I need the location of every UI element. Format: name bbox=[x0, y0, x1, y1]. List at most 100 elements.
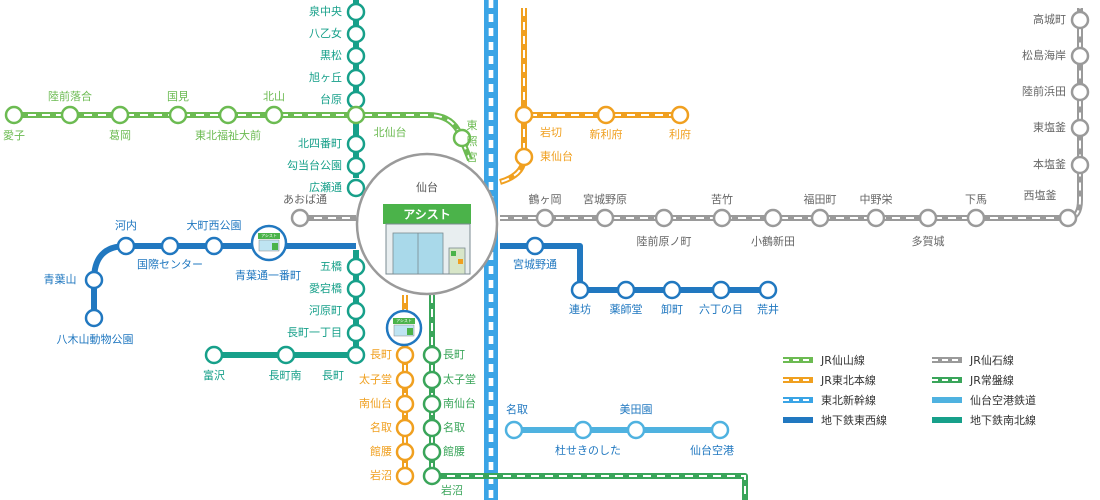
station-南仙台[interactable] bbox=[395, 394, 415, 414]
station-大町西公園[interactable] bbox=[204, 236, 224, 256]
station-西塩釜[interactable] bbox=[1058, 208, 1078, 228]
station-岩沼[interactable] bbox=[395, 466, 415, 486]
station-label-senseki: 福田町 bbox=[804, 192, 837, 206]
shop-badge-nagamachi[interactable]: アシスト bbox=[385, 309, 423, 347]
legend-item: 東北新幹線 bbox=[783, 393, 876, 407]
station-福田町[interactable] bbox=[810, 208, 830, 228]
station-label-tohoku: 長町 bbox=[370, 348, 392, 361]
station-label-tohoku: 名取 bbox=[370, 420, 392, 434]
station-長町[interactable] bbox=[395, 345, 415, 365]
station-薬師堂[interactable] bbox=[616, 280, 636, 300]
station-泉中央[interactable] bbox=[346, 2, 366, 22]
station-陸前落合[interactable] bbox=[60, 105, 80, 125]
station-label-senzan: 国見 bbox=[167, 90, 189, 103]
legend-label: 地下鉄南北線 bbox=[970, 413, 1036, 427]
station-label-tozai: 荒井 bbox=[757, 302, 779, 316]
station-label-senzan: 宮 bbox=[467, 150, 478, 164]
station-陸前原ノ町[interactable] bbox=[654, 208, 674, 228]
station-五橋[interactable] bbox=[346, 257, 366, 277]
station-岩沼[interactable] bbox=[422, 466, 442, 486]
station-勾当台公園[interactable] bbox=[346, 156, 366, 176]
station-label-tozai: 六丁の目 bbox=[699, 303, 743, 316]
station-label-senseki: 陸前浜田 bbox=[1022, 84, 1066, 98]
station-杜せきのした[interactable] bbox=[573, 420, 593, 440]
station-本塩釜[interactable] bbox=[1070, 155, 1090, 175]
station-label-nanboku: 八乙女 bbox=[309, 26, 342, 40]
station-東塩釜[interactable] bbox=[1070, 118, 1090, 138]
station-陸前浜田[interactable] bbox=[1070, 82, 1090, 102]
station-東仙台[interactable] bbox=[514, 147, 534, 167]
station-中野栄[interactable] bbox=[866, 208, 886, 228]
joban-line-dash bbox=[431, 295, 746, 500]
station-松島海岸[interactable] bbox=[1070, 46, 1090, 66]
station-label-nanboku: 五橋 bbox=[320, 259, 342, 273]
station-館腰[interactable] bbox=[395, 442, 415, 462]
station-label-senzan: 東北福祉大前 bbox=[195, 128, 261, 142]
station-下馬[interactable] bbox=[966, 208, 986, 228]
senseki-line-dash bbox=[300, 8, 1081, 219]
station-富沢[interactable] bbox=[204, 345, 224, 365]
station-黒松[interactable] bbox=[346, 46, 366, 66]
station-岩切[interactable] bbox=[514, 105, 534, 125]
station-仙台空港[interactable] bbox=[710, 420, 730, 440]
station-利府[interactable] bbox=[670, 105, 690, 125]
station-青葉山[interactable] bbox=[84, 270, 104, 290]
station-台原[interactable] bbox=[346, 90, 366, 110]
station-宮城野原[interactable] bbox=[595, 208, 615, 228]
shop-sign bbox=[383, 204, 471, 224]
station-六丁の目[interactable] bbox=[711, 280, 731, 300]
station-label-joban: 長町 bbox=[443, 348, 465, 361]
station-荒井[interactable] bbox=[758, 280, 778, 300]
station-八木山動物公園[interactable] bbox=[84, 308, 104, 328]
station-苦竹[interactable] bbox=[712, 208, 732, 228]
station-label-tohoku: 東仙台 bbox=[540, 149, 573, 163]
station-あおば通[interactable] bbox=[290, 208, 310, 228]
station-長町[interactable] bbox=[422, 345, 442, 365]
legend-label: JR仙山線 bbox=[820, 353, 865, 367]
station-label-tozai: 国際センター bbox=[137, 258, 203, 271]
station-河内[interactable] bbox=[116, 236, 136, 256]
station-新利府[interactable] bbox=[596, 105, 616, 125]
station-連坊[interactable] bbox=[570, 280, 590, 300]
station-長町南[interactable] bbox=[276, 345, 296, 365]
station-愛宕橋[interactable] bbox=[346, 279, 366, 299]
station-label-senseki: あおば通 bbox=[283, 193, 327, 206]
station-label-senseki: 高城町 bbox=[1033, 12, 1066, 26]
station-美田園[interactable] bbox=[626, 420, 646, 440]
station-愛子[interactable] bbox=[4, 105, 24, 125]
shop-badge-aoba[interactable]: アシスト bbox=[250, 224, 288, 262]
station-北仙台[interactable] bbox=[346, 105, 366, 125]
station-河原町[interactable] bbox=[346, 301, 366, 321]
station-国際センター[interactable] bbox=[160, 236, 180, 256]
station-label-tohoku: 新利府 bbox=[590, 127, 623, 141]
station-小鶴新田[interactable] bbox=[763, 208, 783, 228]
station-長町[interactable] bbox=[346, 345, 366, 365]
station-八乙女[interactable] bbox=[346, 24, 366, 44]
station-名取[interactable] bbox=[504, 420, 524, 440]
station-館腰[interactable] bbox=[422, 442, 442, 462]
station-label-senzan: 葛岡 bbox=[109, 129, 131, 142]
station-東照宮[interactable] bbox=[452, 128, 472, 148]
station-北山[interactable] bbox=[264, 105, 284, 125]
station-長町一丁目[interactable] bbox=[346, 323, 366, 343]
station-名取[interactable] bbox=[422, 418, 442, 438]
station-旭ヶ丘[interactable] bbox=[346, 68, 366, 88]
station-太子堂[interactable] bbox=[395, 370, 415, 390]
station-北四番町[interactable] bbox=[346, 134, 366, 154]
station-国見[interactable] bbox=[168, 105, 188, 125]
station-高城町[interactable] bbox=[1070, 10, 1090, 30]
station-label-senzan: 北山 bbox=[263, 90, 285, 103]
station-卸町[interactable] bbox=[662, 280, 682, 300]
station-宮城野通[interactable] bbox=[525, 236, 545, 256]
station-label-tohoku: 岩切 bbox=[540, 125, 562, 139]
station-太子堂[interactable] bbox=[422, 370, 442, 390]
station-葛岡[interactable] bbox=[110, 105, 130, 125]
station-東北福祉大前[interactable] bbox=[218, 105, 238, 125]
station-広瀬通[interactable] bbox=[346, 178, 366, 198]
station-名取[interactable] bbox=[395, 418, 415, 438]
station-鶴ヶ岡[interactable] bbox=[535, 208, 555, 228]
station-南仙台[interactable] bbox=[422, 394, 442, 414]
station-label-tozai: 宮城野通 bbox=[513, 257, 557, 271]
station-多賀城[interactable] bbox=[918, 208, 938, 228]
